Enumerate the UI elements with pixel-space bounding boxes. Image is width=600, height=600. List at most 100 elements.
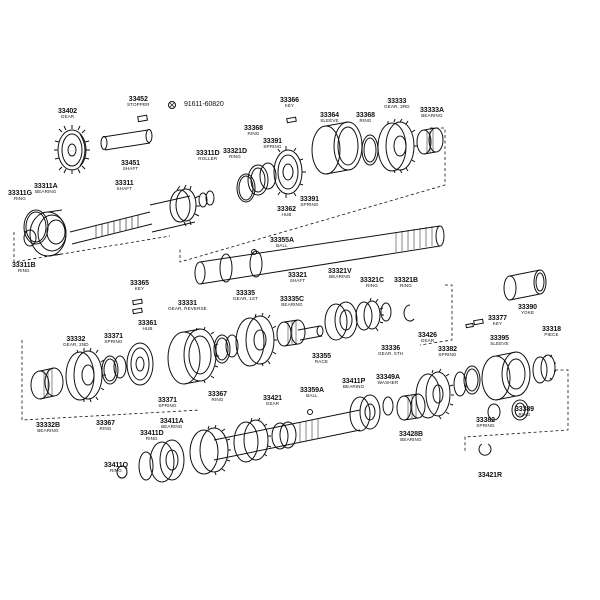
part-number: 33333 <box>387 98 407 105</box>
first-gear-33335 <box>235 312 277 367</box>
hub-33362 <box>273 146 306 198</box>
synchro-ring-33368-b <box>361 134 379 166</box>
part-number: 33355 <box>312 353 331 360</box>
spring-33382-b <box>487 403 501 421</box>
part-name: RING <box>110 468 122 473</box>
part-name: GEAR, 3RD <box>384 104 410 109</box>
part-number: 33428B <box>399 431 423 438</box>
hub-33361 <box>126 342 154 386</box>
part-name: SPRING <box>263 144 282 149</box>
bearing-33311A <box>29 209 67 257</box>
part-number: 33421 <box>263 395 282 402</box>
part-number: 33391 <box>300 196 319 203</box>
part-name: BEARING <box>35 189 57 194</box>
part-number: 33311B <box>12 262 36 269</box>
needle-bearing-33428B <box>396 393 426 421</box>
output-shaft-33321 <box>194 225 445 285</box>
outline-top-right-group <box>179 127 446 263</box>
part-number: 33421R <box>478 472 502 479</box>
ring-33321C <box>380 302 392 322</box>
callout-bolt: 91611-60820 <box>184 101 224 108</box>
part-name: KEY <box>284 103 295 108</box>
snap-ring-33421R <box>478 443 492 456</box>
part-number: 33311A <box>34 183 58 190</box>
part-number: 33389 <box>515 406 534 413</box>
part-name: SPRING <box>104 339 123 344</box>
part-name: RING <box>99 426 112 431</box>
part-name: BEARING <box>329 274 351 279</box>
part-name: RACE <box>314 359 329 364</box>
callout-p33421R: 33421R <box>478 472 502 479</box>
fifth-gear-33336 <box>355 297 384 332</box>
part-number: 33367 <box>96 420 115 427</box>
part-number: 33390 <box>518 304 537 311</box>
outline-right-group <box>464 369 569 452</box>
part-name: RING <box>366 283 378 288</box>
part-number: 33311D <box>196 150 220 157</box>
bearing-33411A <box>149 439 185 483</box>
outline-countershaft-group <box>13 232 171 263</box>
part-name: RING <box>17 268 30 273</box>
part-name: BEARING <box>161 424 183 429</box>
part-number: 33355A <box>270 237 294 244</box>
part-name: SLEEVE <box>320 118 339 123</box>
part-name: BEARING <box>421 113 443 118</box>
part-number: 33365 <box>130 280 149 287</box>
outline-middle-right-group <box>419 284 453 346</box>
part-number: 33333A <box>420 107 444 114</box>
key-33377 <box>465 318 484 329</box>
part-number: 33362 <box>277 206 296 213</box>
part-name: SPRING <box>300 202 319 207</box>
bearing-33411P <box>349 394 381 432</box>
part-number: 33311G <box>8 190 32 197</box>
part-number: 33321V <box>328 268 352 275</box>
part-name: RING <box>211 397 224 402</box>
part-number: 33332B <box>36 422 60 429</box>
part-number: 33395 <box>490 335 509 342</box>
part-name: SHAFT <box>289 278 306 283</box>
part-name: GEAR, 5TH <box>378 351 404 356</box>
countershaft-gear-33402 <box>54 125 90 174</box>
part-number: 33366 <box>280 97 299 104</box>
part-number: 33426 <box>418 332 437 339</box>
part-name: KEY <box>134 286 145 291</box>
part-number: 33359A <box>300 387 324 394</box>
part-name: SPRING <box>158 403 177 408</box>
part-name: SLEEVE <box>490 341 509 346</box>
washer-33349A <box>382 396 394 416</box>
ring-33389-b <box>511 399 529 421</box>
part-number: 33318 <box>542 326 561 333</box>
part-name: RING <box>145 436 158 441</box>
synchro-ring-33368 <box>247 164 269 196</box>
sleeve-33364 <box>311 121 363 175</box>
ring-33311B <box>23 229 37 247</box>
part-name: STOPPER <box>127 102 150 107</box>
ring-33311G <box>23 209 49 245</box>
